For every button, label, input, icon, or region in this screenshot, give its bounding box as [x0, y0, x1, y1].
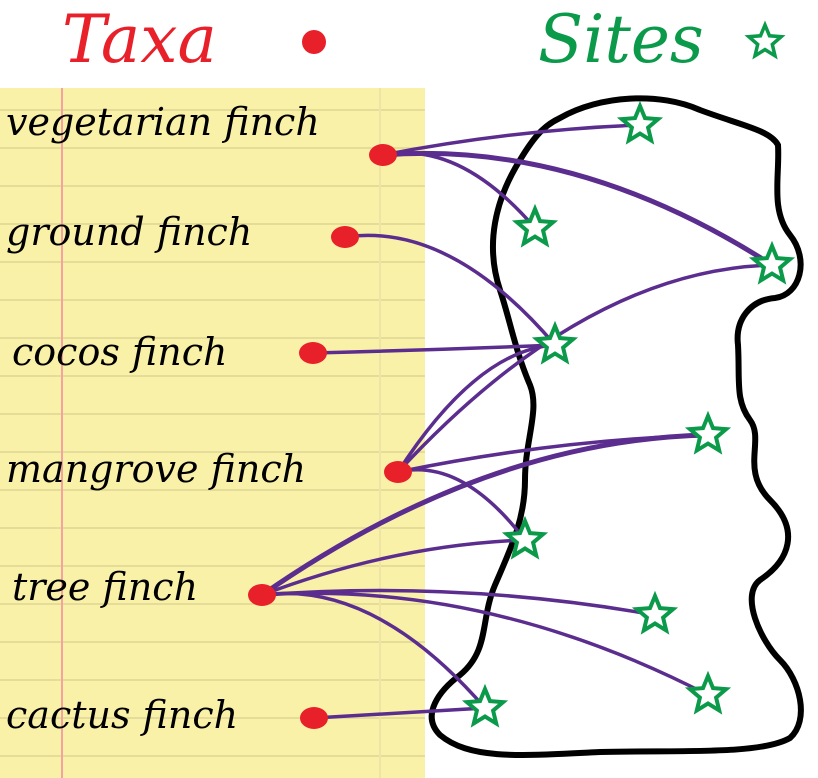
taxon-dot: [300, 707, 328, 729]
taxa-dots-layer: [248, 144, 412, 729]
taxa-legend-dot: [302, 30, 326, 54]
taxon-label: ground finch: [6, 210, 252, 254]
site-star-icon: [461, 683, 509, 728]
links-layer: [259, 123, 775, 720]
link-line: [260, 538, 527, 597]
taxon-label: mangrove finch: [6, 447, 306, 491]
sites-layer: [461, 100, 796, 728]
taxon-dot: [248, 584, 276, 606]
taxon-label: tree finch: [12, 565, 198, 609]
site-star-icon: [531, 320, 579, 365]
site-star-icon: [684, 410, 732, 455]
taxon-dot: [384, 461, 412, 483]
link-line: [381, 123, 642, 157]
taxon-dot: [299, 342, 327, 364]
link-line: [259, 432, 711, 598]
link-line: [396, 263, 774, 474]
site-star-icon: [748, 240, 796, 285]
link-line: [260, 591, 487, 710]
link-line: [260, 591, 710, 697]
link-line: [396, 467, 527, 542]
link-line: [343, 233, 557, 347]
sites-title: Sites: [538, 1, 704, 78]
sites-legend-star-icon: [744, 20, 786, 60]
taxon-label: cocos finch: [12, 330, 227, 374]
link-line: [312, 706, 487, 720]
notepad-paper: [0, 88, 425, 778]
site-star-icon: [501, 515, 549, 560]
island-outline: [428, 95, 804, 758]
link-line: [311, 343, 557, 355]
taxon-label: vegetarian finch: [6, 100, 320, 144]
site-star-icon: [616, 100, 664, 145]
taxon-label: cactus finch: [6, 693, 238, 737]
site-star-icon: [684, 670, 732, 715]
taxon-dot: [369, 144, 397, 166]
link-line: [380, 150, 775, 268]
taxa-title: Taxa: [62, 1, 217, 78]
site-star-icon: [631, 590, 679, 635]
taxon-dot: [331, 226, 359, 248]
link-line: [396, 433, 710, 474]
site-star-icon: [511, 203, 559, 248]
